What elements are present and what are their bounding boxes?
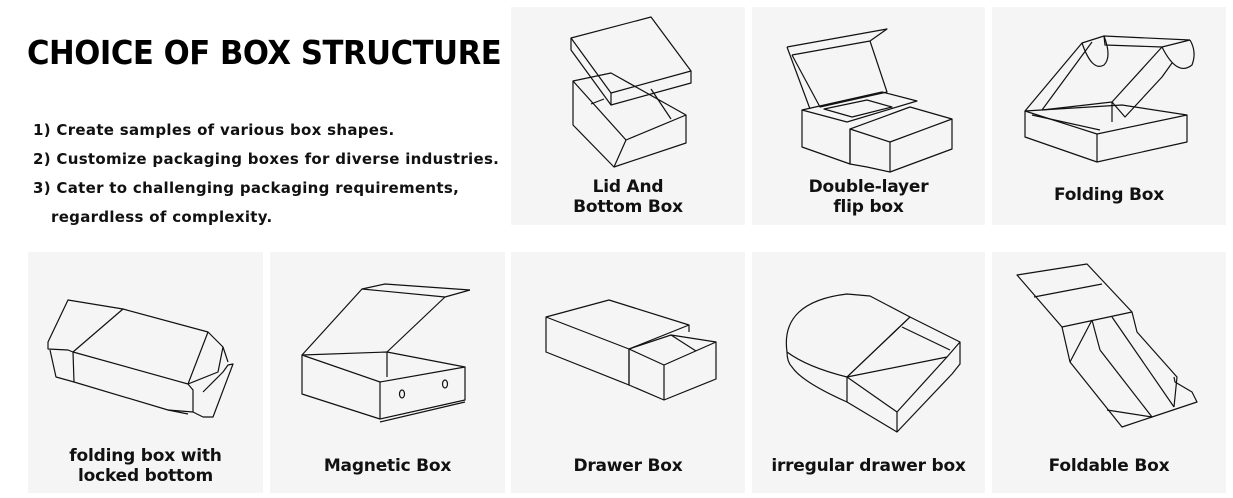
box-label: irregular drawer box xyxy=(771,456,966,476)
magnetic-box-icon xyxy=(301,283,471,423)
feature-item: 3) Cater to challenging packaging requir… xyxy=(33,179,460,197)
box-card-foldable: Foldable Box xyxy=(992,252,1226,493)
box-label: flip box xyxy=(833,197,904,217)
box-card-folding: Folding Box xyxy=(992,7,1226,225)
box-card-drawer: Drawer Box xyxy=(511,252,745,493)
page-title: CHOICE OF BOX STRUCTURE xyxy=(27,33,502,72)
feature-item: 2) Customize packaging boxes for diverse… xyxy=(33,150,500,168)
feature-item: 1) Create samples of various box shapes. xyxy=(33,121,395,139)
box-label: Drawer Box xyxy=(573,456,683,476)
box-card-magnetic: Magnetic Box xyxy=(270,252,505,493)
box-card-folding-locked-bottom: folding box with locked bottom xyxy=(28,252,263,493)
box-label: Lid And xyxy=(592,177,664,197)
box-card-double-layer-flip: Double-layer flip box xyxy=(752,7,985,225)
box-label: Folding Box xyxy=(1053,185,1165,205)
box-label: Foldable Box xyxy=(1048,456,1170,476)
box-label: locked bottom xyxy=(78,466,213,486)
feature-list: 1) Create samples of various box shapes.… xyxy=(33,116,499,232)
irregular-drawer-box-icon xyxy=(785,293,961,433)
box-label: Bottom Box xyxy=(573,197,683,217)
box-card-lid-and-bottom: Lid And Bottom Box xyxy=(511,7,745,225)
feature-item-continuation: regardless of complexity. xyxy=(51,208,273,226)
folding-box-icon xyxy=(1024,35,1195,163)
double-layer-flip-box-icon xyxy=(786,28,953,173)
box-label: folding box with xyxy=(69,446,222,466)
lid-and-bottom-box-icon xyxy=(570,16,692,168)
drawer-box-icon xyxy=(545,299,717,401)
folding-box-locked-bottom-icon xyxy=(47,299,234,418)
box-label: Magnetic Box xyxy=(323,456,452,476)
box-label: Double-layer xyxy=(808,177,929,197)
box-card-irregular-drawer: irregular drawer box xyxy=(752,252,985,493)
foldable-box-icon xyxy=(1016,263,1198,428)
